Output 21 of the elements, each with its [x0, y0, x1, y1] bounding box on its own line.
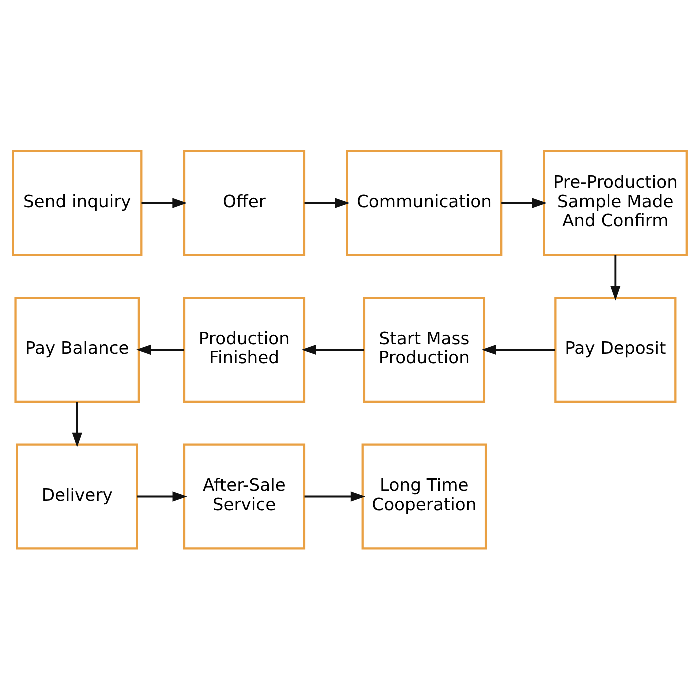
node-box: Start Mass Production — [363, 296, 486, 404]
node-box: Production Finished — [183, 296, 306, 404]
node-box: Pre-Production Sample Made And Confirm — [543, 150, 688, 256]
arrow — [72, 402, 82, 448]
arrow — [142, 198, 188, 208]
node-box: Pay Balance — [14, 296, 140, 404]
node-box: Send inquiry — [12, 150, 143, 256]
node-box: After-Sale Service — [183, 444, 306, 550]
arrow — [136, 344, 184, 356]
arrow — [502, 198, 548, 208]
node-box: Delivery — [16, 444, 138, 550]
arrow — [304, 492, 366, 502]
arrow — [482, 344, 556, 356]
arrow — [302, 344, 364, 356]
node-box: Pay Deposit — [554, 296, 677, 404]
arrow — [138, 492, 188, 502]
arrow — [610, 255, 621, 301]
node-box: Offer — [183, 150, 306, 256]
arrow — [304, 198, 350, 208]
node-box: Long Time Cooperation — [362, 444, 488, 550]
node-box: Communication — [346, 150, 503, 256]
